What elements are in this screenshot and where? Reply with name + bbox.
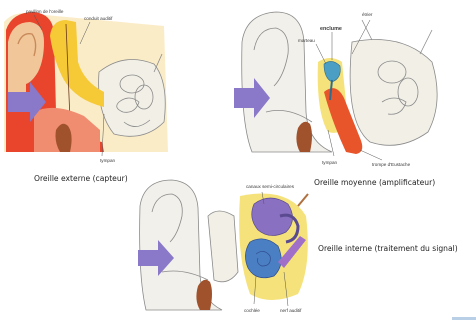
caption-external-ear: Oreille externe (capteur) (34, 174, 128, 183)
middle-ear-diagram: étrier enclume marteau tympan trompe d'E… (232, 2, 446, 170)
semicircular-canals (252, 198, 293, 236)
label-trompe: trompe d'Eustache (372, 162, 411, 167)
external-ear-diagram: pavillon de l'oreille conduit auditif ty… (4, 2, 170, 166)
label-cochlee: cochlée (244, 308, 260, 313)
label-pavillon: pavillon de l'oreille (26, 9, 64, 14)
bone-brown (56, 124, 72, 152)
inner-ear-diagram: canaux semi-circulaires cochlée nerf aud… (138, 176, 312, 318)
label-tympan: tympan (322, 160, 338, 165)
label-enclume: enclume (320, 26, 342, 32)
temporal-bone (350, 40, 437, 146)
label-marteau: marteau (298, 38, 315, 43)
caption-inner-ear: Oreille interne (traitement du signal) (318, 244, 458, 253)
cochlea (245, 239, 281, 278)
caption-middle-ear: Oreille moyenne (amplificateur) (314, 178, 435, 187)
label-conduit: conduit auditif (84, 16, 113, 21)
label-tympan: tympan (100, 158, 116, 163)
label-etrier: étrier (362, 12, 373, 17)
label-nerf: nerf auditif (280, 308, 302, 313)
bone-structure (99, 60, 166, 137)
label-canaux: canaux semi-circulaires (246, 184, 295, 189)
